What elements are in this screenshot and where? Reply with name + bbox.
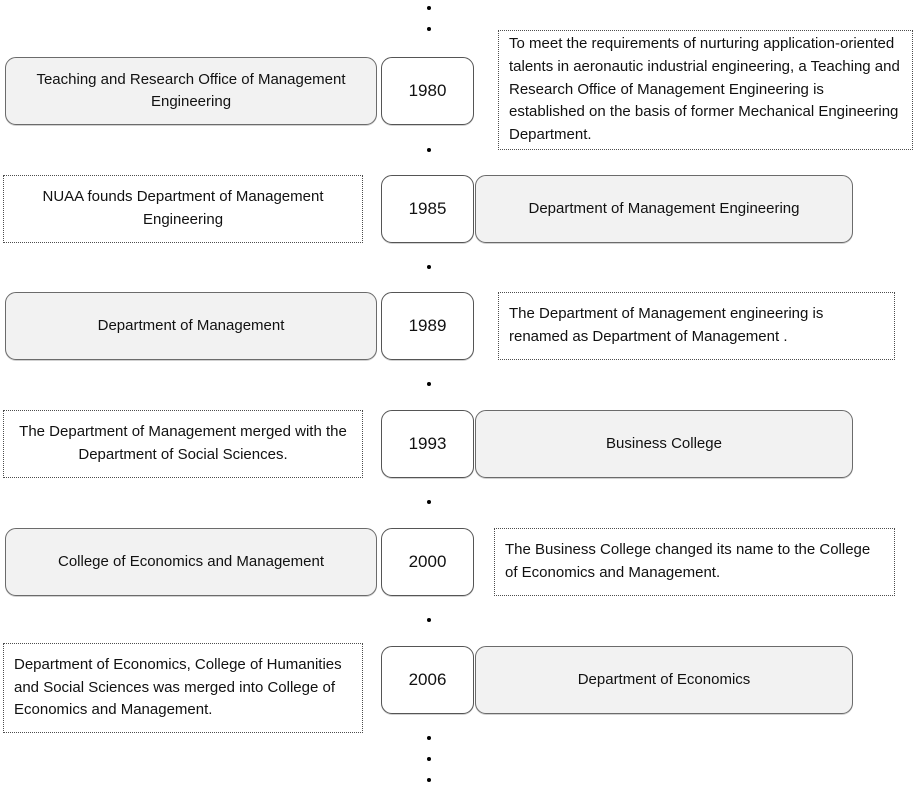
timeline-year-1989[interactable]: 1989 <box>381 292 474 360</box>
timeline-year-1980[interactable]: 1980 <box>381 57 474 125</box>
timeline-year-2006[interactable]: 2006 <box>381 646 474 714</box>
milestone-name-1985[interactable]: Department of Management Engineering <box>475 175 853 243</box>
timeline-dot <box>427 736 431 740</box>
timeline-dot <box>427 500 431 504</box>
timeline-dot <box>427 265 431 269</box>
milestone-description-1989[interactable]: The Department of Management engineering… <box>498 292 895 360</box>
timeline-dot <box>427 618 431 622</box>
milestone-name-1989[interactable]: Department of Management <box>5 292 377 360</box>
timeline-dot <box>427 757 431 761</box>
timeline-dot <box>427 27 431 31</box>
timeline-year-1993[interactable]: 1993 <box>381 410 474 478</box>
milestone-name-2000[interactable]: College of Economics and Management <box>5 528 377 596</box>
timeline-dot <box>427 6 431 10</box>
milestone-description-1985[interactable]: NUAA founds Department of Management Eng… <box>3 175 363 243</box>
timeline-dot <box>427 148 431 152</box>
milestone-description-2000[interactable]: The Business College changed its name to… <box>494 528 895 596</box>
milestone-description-1993[interactable]: The Department of Management merged with… <box>3 410 363 478</box>
timeline-year-1985[interactable]: 1985 <box>381 175 474 243</box>
timeline-year-2000[interactable]: 2000 <box>381 528 474 596</box>
milestone-name-1980[interactable]: Teaching and Research Office of Manageme… <box>5 57 377 125</box>
milestone-name-2006[interactable]: Department of Economics <box>475 646 853 714</box>
milestone-description-1980[interactable]: To meet the requirements of nurturing ap… <box>498 30 913 150</box>
timeline-dot <box>427 778 431 782</box>
milestone-name-1993[interactable]: Business College <box>475 410 853 478</box>
milestone-description-2006[interactable]: Department of Economics, College of Huma… <box>3 643 363 733</box>
timeline-dot <box>427 382 431 386</box>
